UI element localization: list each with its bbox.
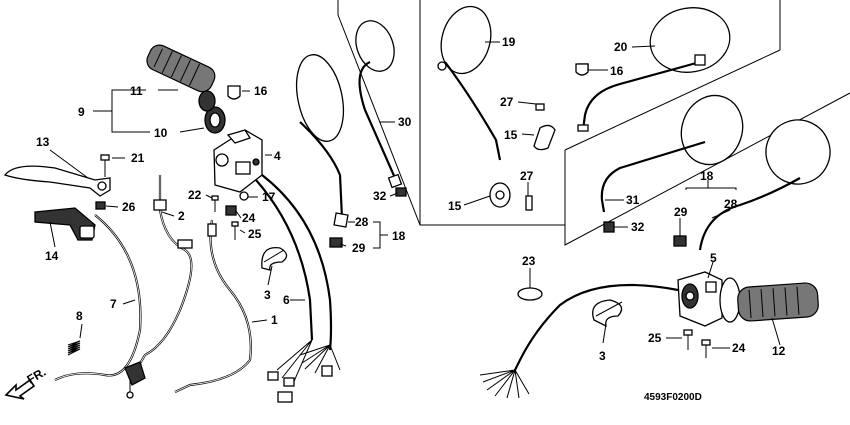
callout-21: 21: [131, 151, 145, 165]
nut-26: [95, 201, 106, 210]
callout-3-right: 3: [599, 349, 606, 363]
spring-8: [67, 340, 81, 356]
mirror-28-right: [673, 119, 831, 251]
diagram-code: 4593F0200D: [644, 392, 702, 403]
choke-cable: [174, 219, 252, 393]
callout-16-left: 16: [254, 84, 268, 98]
bolt-25-right: [683, 329, 693, 350]
leader-lines: [49, 41, 781, 349]
left-switch-housing: [213, 129, 263, 193]
callout-12: 12: [772, 344, 786, 358]
callout-labels: 1 2 3 3 4 5 6 7 8 9 10 11 12 13 14 15 15…: [36, 35, 786, 363]
callout-18-right: 18: [700, 169, 714, 183]
left-grip: [146, 44, 226, 134]
callout-32-left: 32: [373, 189, 387, 203]
callout-7: 7: [110, 297, 117, 311]
callout-27-bottom: 27: [520, 169, 534, 183]
callout-29-right: 29: [674, 205, 688, 219]
callout-28-left: 28: [355, 215, 369, 229]
mirror-left-oval: [295, 54, 349, 248]
callout-31: 31: [626, 193, 640, 207]
callout-4: 4: [274, 149, 281, 163]
callout-15-top: 15: [504, 128, 518, 142]
mirror-20: [577, 7, 731, 132]
clip-23: [517, 287, 543, 301]
front-direction-indicator: FR.: [4, 365, 48, 400]
callout-9: 9: [78, 105, 85, 119]
right-wire-harness: [479, 283, 679, 399]
callout-25-left: 25: [248, 227, 262, 241]
callout-26: 26: [122, 200, 136, 214]
clutch-lever: [3, 165, 111, 197]
front-arrow-icon: [4, 378, 36, 400]
mirror-30: [355, 20, 407, 197]
callout-25-right: 25: [648, 331, 662, 345]
clamp-band-right: [592, 299, 623, 328]
bolt-24-right: [701, 339, 711, 358]
screw-22: [211, 195, 219, 212]
callout-28-right: 28: [724, 197, 738, 211]
clutch-cable: [54, 214, 142, 399]
callout-13: 13: [36, 135, 50, 149]
callout-27-top: 27: [500, 95, 514, 109]
right-grip: [719, 277, 819, 323]
clamp-band-left: [261, 247, 288, 271]
callout-19: 19: [502, 35, 516, 49]
callout-15-bottom: 15: [448, 199, 462, 213]
callout-22: 22: [188, 188, 202, 202]
left-wire-harness: [255, 174, 341, 403]
callout-1: 1: [271, 313, 278, 327]
nut-24-left: [225, 205, 237, 216]
callout-32-right: 32: [631, 220, 645, 234]
callout-8: 8: [76, 309, 83, 323]
callout-14: 14: [45, 249, 59, 263]
callout-5: 5: [710, 251, 717, 265]
callout-11: 11: [130, 84, 143, 98]
cap-16-right: [575, 63, 589, 76]
callout-24-left: 24: [242, 211, 256, 225]
washer-17: [239, 191, 249, 201]
bolt-21: [100, 154, 110, 177]
mirror-19: [437, 5, 556, 211]
callout-16-right: 16: [610, 64, 624, 78]
callout-17: 17: [262, 190, 276, 204]
callout-3-left: 3: [264, 288, 271, 302]
callout-23: 23: [522, 254, 536, 268]
callout-6: 6: [283, 293, 290, 307]
callout-29-left: 29: [352, 241, 366, 255]
callout-24-right: 24: [732, 341, 746, 355]
bolt-25-left: [231, 221, 239, 240]
callout-20: 20: [614, 40, 628, 54]
mirror-panel-outline: [300, 0, 850, 246]
callout-10: 10: [154, 126, 168, 140]
mirror-31: [600, 94, 744, 233]
right-switch-housing: [677, 271, 723, 327]
callout-2: 2: [178, 209, 185, 223]
lever-holder: [34, 207, 96, 241]
throttle-cable: [124, 175, 193, 386]
cap-16-left: [227, 85, 241, 100]
callout-18-left: 18: [392, 229, 406, 243]
callout-30: 30: [398, 115, 412, 129]
